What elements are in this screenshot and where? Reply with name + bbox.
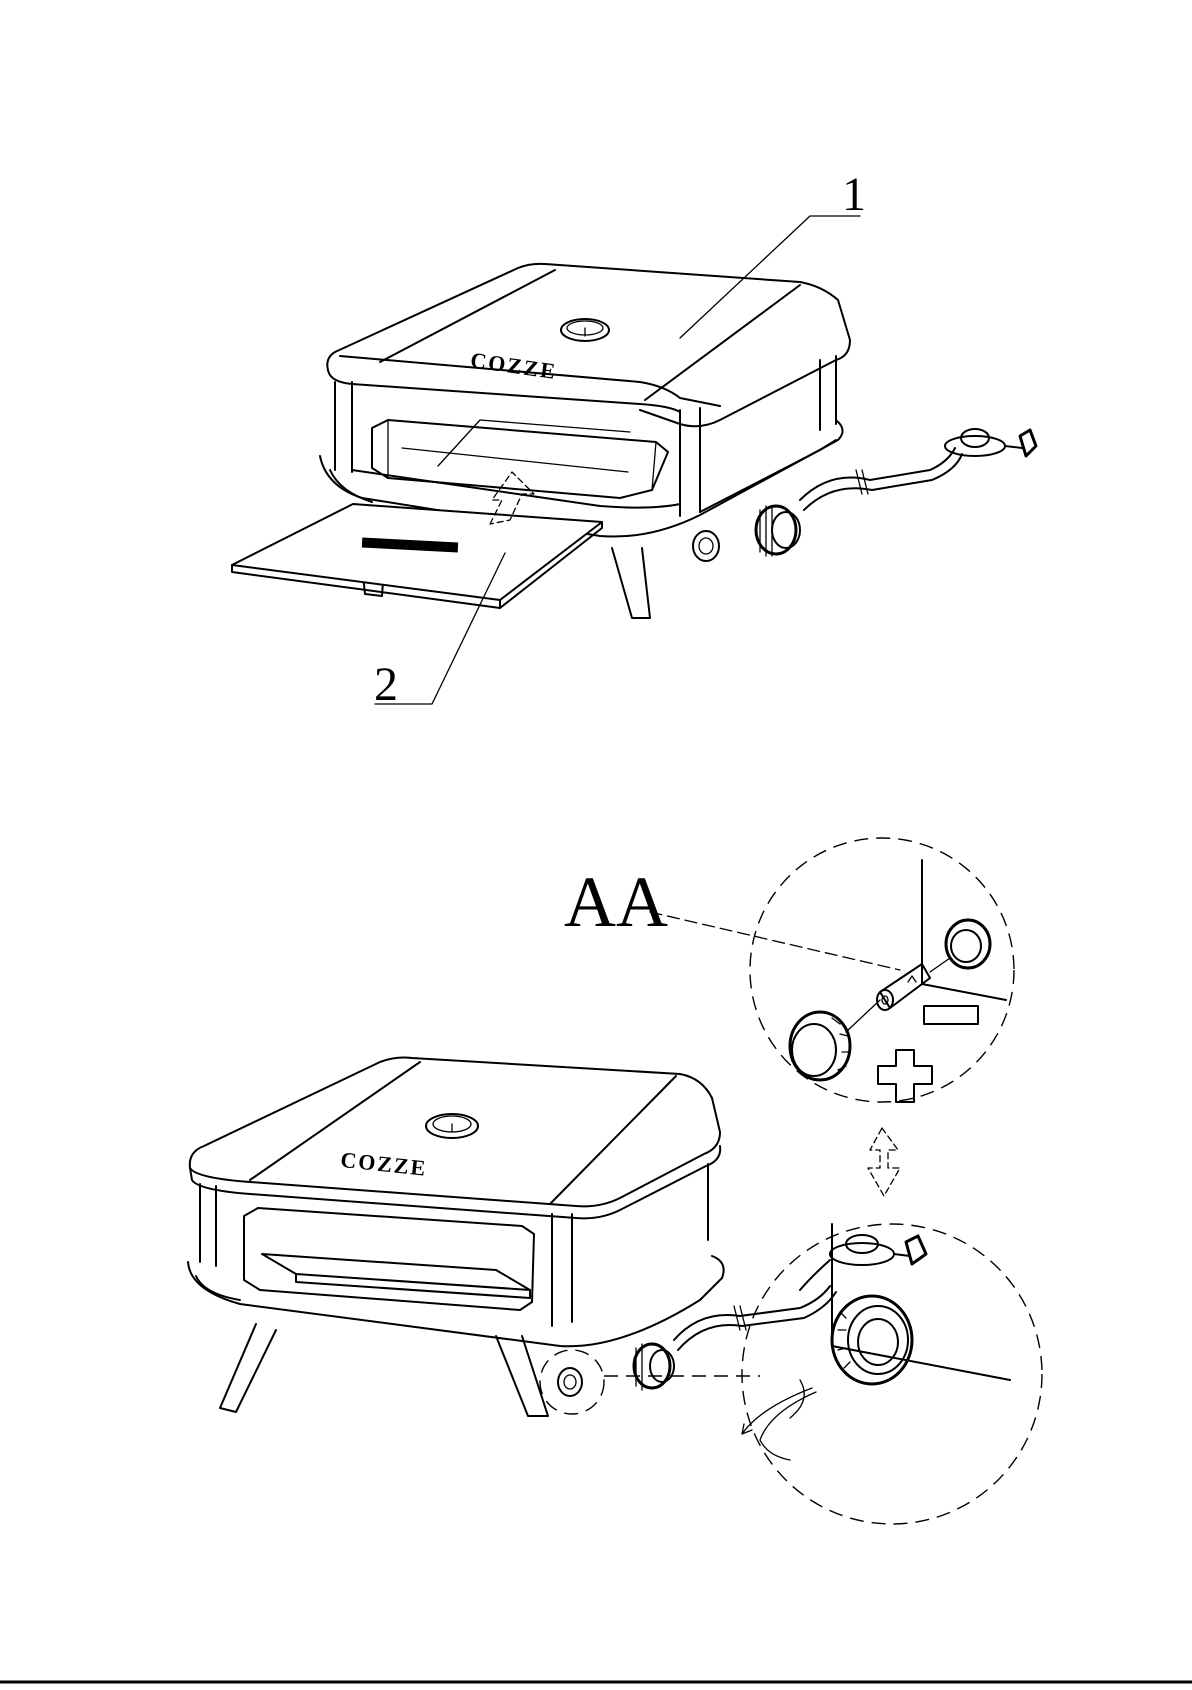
pizza-oven-icon-2: COZZE (188, 1058, 724, 1417)
callout-part-1: 1 (680, 168, 866, 338)
brand-logo: COZZE (469, 347, 559, 384)
pizza-stone-icon (232, 420, 630, 608)
detail-arrow-icon (868, 1128, 900, 1196)
callout-label-aa: AA (564, 862, 668, 942)
gas-hose-2 (674, 1286, 836, 1350)
rotate-arrow-icon (742, 1380, 816, 1460)
brand-logo-2: COZZE (339, 1147, 428, 1181)
polarity-positive: + (900, 1079, 901, 1081)
detail-battery-insert: − + (750, 838, 1014, 1102)
callout-battery: AA (564, 862, 900, 970)
figure-stone-insertion: COZZE (232, 168, 1036, 711)
detail-ignition-knob (742, 1224, 1042, 1524)
gas-regulator-icon-2 (800, 1235, 926, 1290)
callout-label-2: 2 (374, 658, 398, 711)
aa-battery-icon (877, 958, 950, 1010)
figure-battery-ignition: COZZE (188, 838, 1042, 1524)
callout-label-1: 1 (842, 168, 866, 221)
polarity-negative: − (940, 1021, 941, 1023)
